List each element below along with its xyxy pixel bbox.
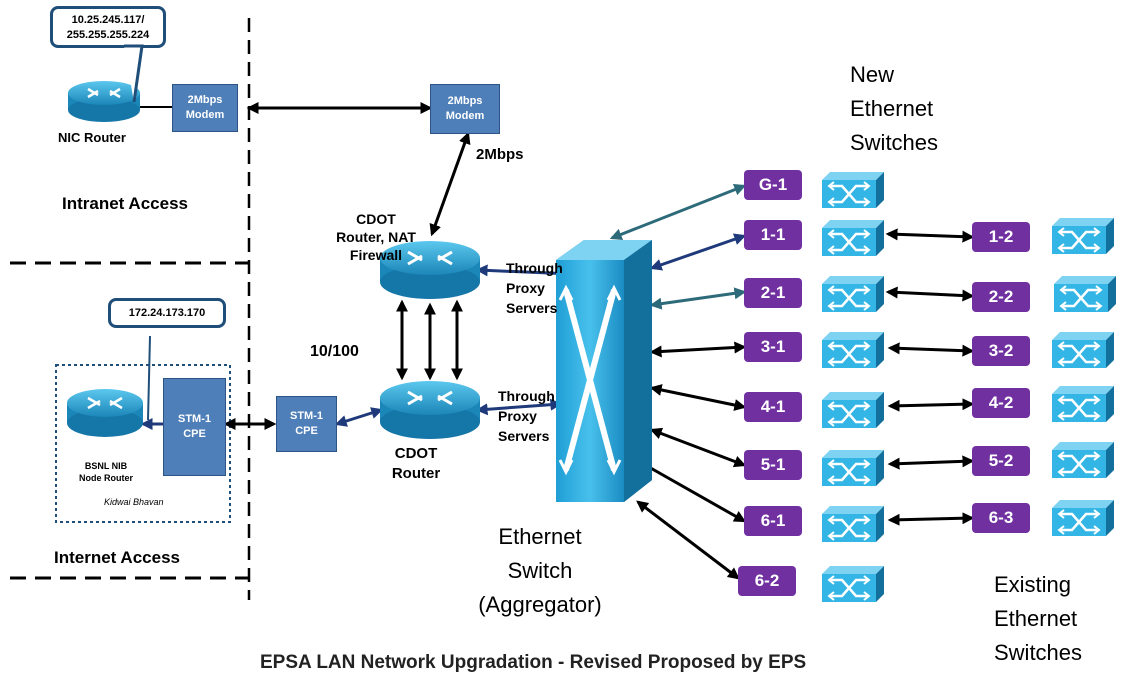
modem-right: 2Mbps Modem xyxy=(430,84,500,134)
link-cpe-cdot xyxy=(334,407,384,427)
switch-icon xyxy=(822,392,884,428)
through-proxy-bottom: Through Proxy Servers xyxy=(498,388,555,444)
nic-router-label: NIC Router xyxy=(58,130,126,145)
link-3-1-3-2 xyxy=(887,342,975,357)
footer-title: EPSA LAN Network Upgradation - Revised P… xyxy=(260,652,807,673)
node-1-1: 1-1 xyxy=(744,220,802,250)
ten-hundred-label: 10/100 xyxy=(310,343,359,360)
cdot-router-label: CDOT Router xyxy=(391,445,441,482)
node-5-2: 5-2 xyxy=(972,446,1030,476)
switch-icon xyxy=(822,276,884,312)
link-callout-bsnl xyxy=(147,335,151,421)
aggregator-switch-icon xyxy=(556,240,652,502)
node-6-2: 6-2 xyxy=(738,566,796,596)
link-1-1-1-2 xyxy=(885,228,975,243)
link-agg-g1 xyxy=(609,183,747,241)
bsnl-router-label: BSNL NIB Node Router xyxy=(79,461,133,483)
switch-icon xyxy=(822,332,884,368)
link-agg-6-1 xyxy=(637,460,747,523)
switch-icon xyxy=(1054,276,1116,312)
node-2-1: 2-1 xyxy=(744,278,802,308)
nic-ip-callout: 10.25.245.117/ 255.255.255.224 xyxy=(50,6,166,48)
link-agg-6-2 xyxy=(636,500,740,580)
switch-icon xyxy=(822,566,884,602)
node-2-2: 2-2 xyxy=(972,282,1030,312)
link-4-1-4-2 xyxy=(887,398,975,412)
link-cdot-switch xyxy=(475,398,563,416)
link-agg-3-1 xyxy=(649,341,747,358)
internet-access-label: Internet Access xyxy=(54,548,180,567)
node-5-1: 5-1 xyxy=(744,450,802,480)
link-2-1-2-2 xyxy=(885,286,975,302)
node-6-1: 6-1 xyxy=(744,506,802,536)
node-6-3: 6-3 xyxy=(972,503,1030,533)
stm-cpe-right: STM-1 CPE xyxy=(276,396,337,452)
switch-icon xyxy=(1052,500,1114,536)
stm-cpe-left: STM-1 CPE xyxy=(163,378,226,476)
existing-switches-label: Existing Ethernet Switches xyxy=(994,572,1083,665)
new-switches-label: New Ethernet Switches xyxy=(850,62,939,155)
node-G-1: G-1 xyxy=(744,170,802,200)
switch-icon xyxy=(1052,332,1114,368)
cdot-nat-label: CDOT Router, NAT Firewall xyxy=(336,211,416,263)
callout-pointer xyxy=(124,44,144,103)
through-proxy-top: Through Proxy Servers xyxy=(506,260,563,316)
switch-icon xyxy=(822,450,884,486)
ethernet-switch-label: Ethernet Switch (Aggregator) xyxy=(478,524,602,617)
switch-icon xyxy=(822,506,884,542)
node-4-1: 4-1 xyxy=(744,392,802,422)
router-icon xyxy=(380,381,480,439)
modem-left: 2Mbps Modem xyxy=(172,84,238,132)
link-6-1-6-3 xyxy=(887,512,975,526)
switch-icon xyxy=(1052,218,1114,254)
link-agg-2-1 xyxy=(649,287,747,310)
switch-icon xyxy=(1052,386,1114,422)
link-modem-cdot xyxy=(429,131,471,237)
switch-icon xyxy=(1052,442,1114,478)
link-agg-1-1 xyxy=(649,233,747,271)
link-speed-label: 2Mbps xyxy=(476,146,524,163)
intranet-access-label: Intranet Access xyxy=(62,194,188,213)
kidwai-bhavan-label: Kidwai Bhavan xyxy=(104,497,164,507)
nib-ip-callout: 172.24.173.170 xyxy=(108,298,226,328)
node-3-2: 3-2 xyxy=(972,336,1030,366)
router-icon xyxy=(380,241,480,299)
router-icon xyxy=(68,81,140,122)
link-5-1-5-2 xyxy=(887,455,975,470)
switch-icon xyxy=(822,220,884,256)
link-agg-4-1 xyxy=(649,384,747,411)
node-3-1: 3-1 xyxy=(744,332,802,362)
link-agg-5-1 xyxy=(649,427,747,468)
switch-icon xyxy=(822,172,884,208)
kidwai-bhavan-box xyxy=(55,364,231,523)
router-icon xyxy=(67,389,143,437)
node-4-2: 4-2 xyxy=(972,388,1030,418)
node-1-2: 1-2 xyxy=(972,222,1030,252)
